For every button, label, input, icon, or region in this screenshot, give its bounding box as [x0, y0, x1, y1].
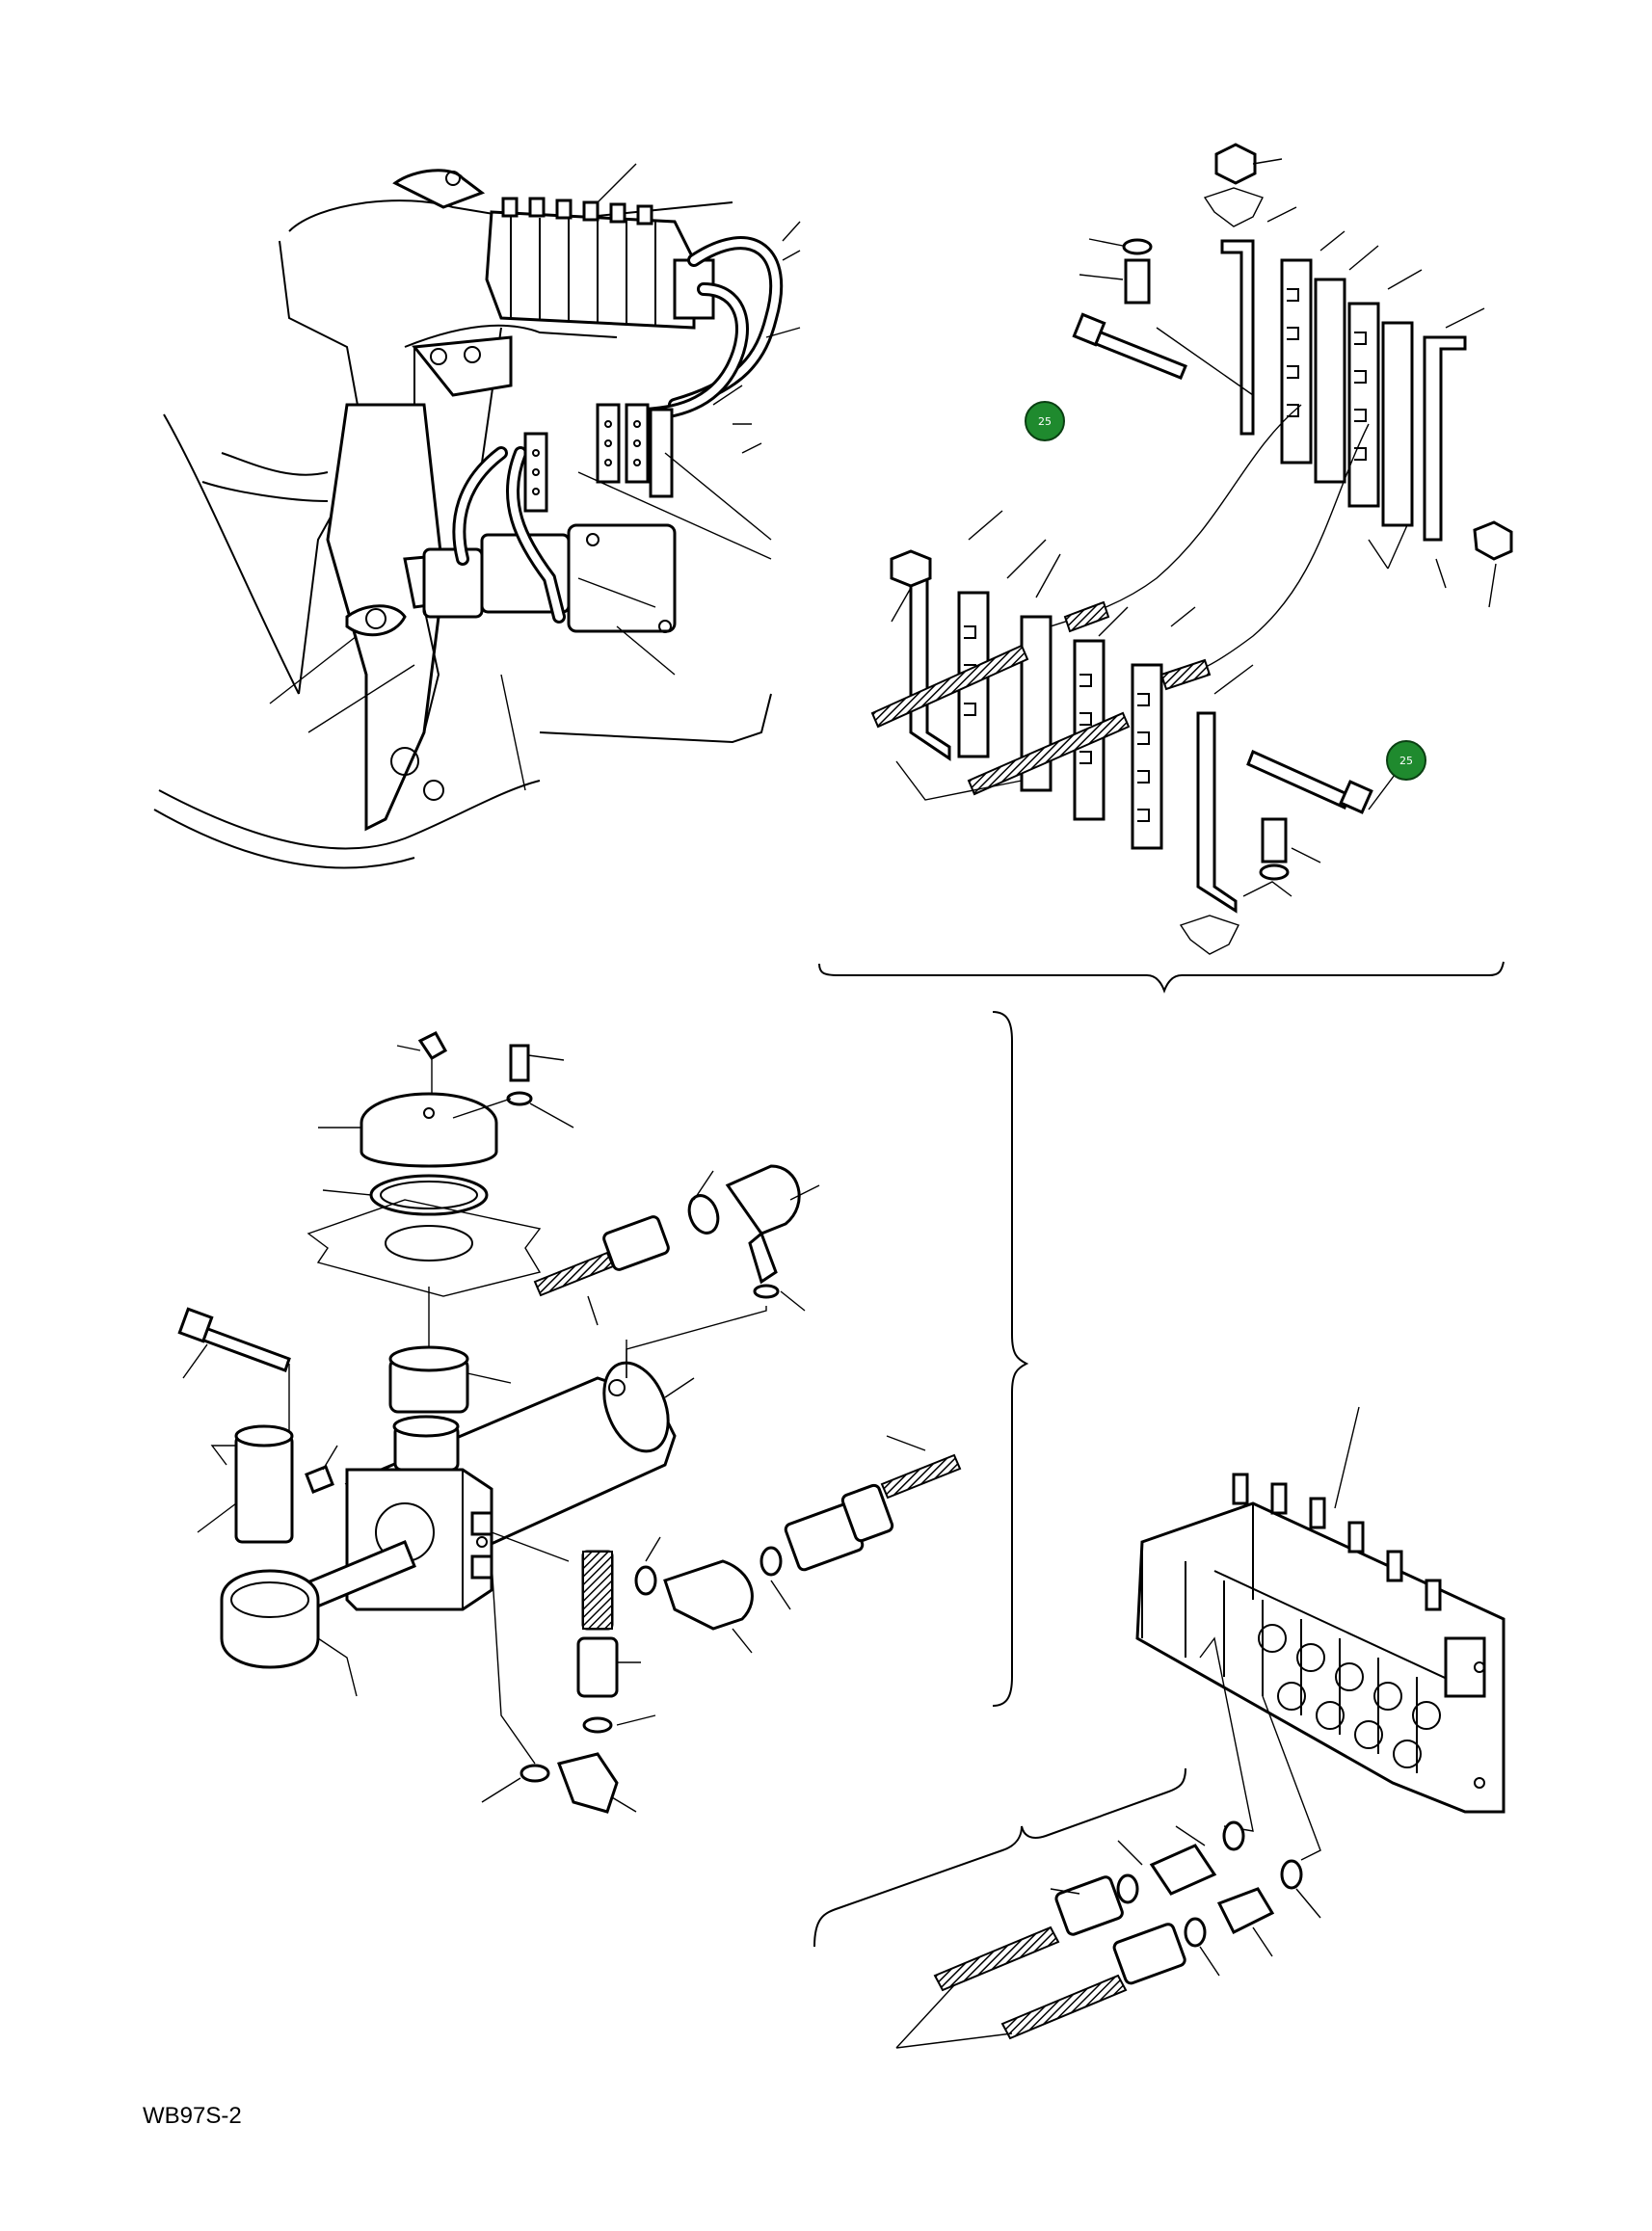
control-valve-view [813, 1406, 1505, 2049]
callout-badge-top: 25 [1025, 401, 1065, 441]
svg-text:25: 25 [1399, 755, 1413, 767]
clamp-exploded-view: 25 25 [818, 143, 1513, 994]
callout-badge-bottom: 25 [1386, 740, 1426, 781]
control-valve-top [485, 197, 715, 330]
cylinder-exploded-view [177, 1011, 1029, 1814]
figure-code: WB97S-2 [143, 2103, 242, 2129]
installation-view [153, 163, 801, 869]
hose-clamp-stack [523, 403, 674, 513]
svg-text:25: 25 [1038, 415, 1052, 428]
